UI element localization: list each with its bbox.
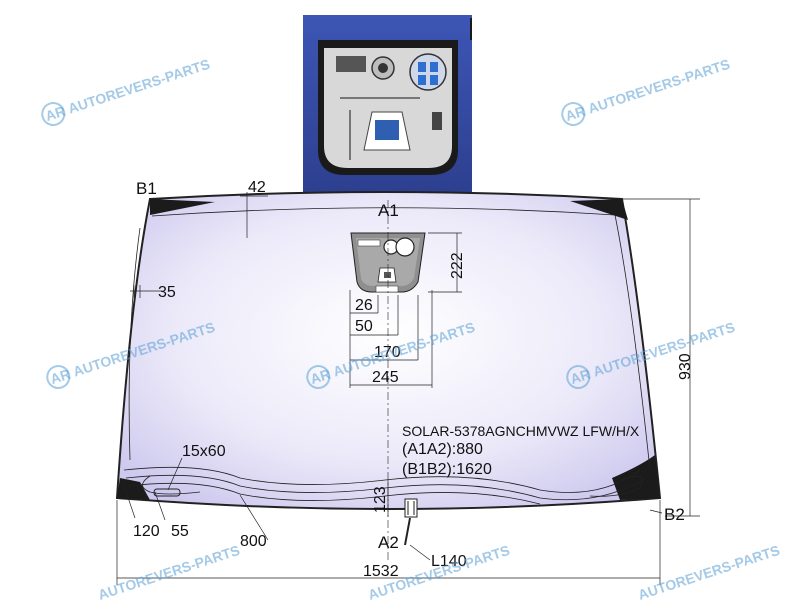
dim-245: 245 bbox=[372, 369, 399, 386]
watermark-2: AR AUTOREVERS-PARTS bbox=[561, 56, 732, 126]
dim-222: 222 bbox=[449, 252, 466, 279]
label-a1: A1 bbox=[378, 201, 399, 220]
label-a2: A2 bbox=[378, 533, 399, 552]
label-b2: B2 bbox=[664, 505, 685, 524]
dim-15x60: 15x60 bbox=[182, 443, 226, 460]
dimension-lines bbox=[116, 192, 700, 585]
dim-35: 35 bbox=[158, 284, 176, 301]
svg-text:AR: AR bbox=[308, 366, 332, 387]
dim-800: 800 bbox=[240, 533, 267, 550]
watermark-1: AR AUTOREVERS-PARTS bbox=[41, 56, 212, 126]
spec-a1a2: (A1A2):880 bbox=[402, 441, 483, 458]
svg-text:AUTOREVERS-PARTS: AUTOREVERS-PARTS bbox=[636, 542, 782, 600]
dim-123: 123 bbox=[372, 486, 389, 513]
dim-170: 170 bbox=[374, 344, 401, 361]
spec-code: SOLAR-5378AGNCHMVWZ LFW/H/X bbox=[402, 423, 640, 439]
label-b1: B1 bbox=[136, 179, 157, 198]
watermark-6: AUTOREVERS-PARTS bbox=[96, 542, 242, 600]
sensor-area-inset-image bbox=[303, 15, 472, 192]
svg-text:AUTOREVERS-PARTS: AUTOREVERS-PARTS bbox=[66, 56, 212, 117]
dim-26: 26 bbox=[355, 297, 373, 314]
dim-l140: L140 bbox=[431, 553, 467, 570]
svg-text:AR: AR bbox=[568, 366, 592, 387]
dim-50: 50 bbox=[355, 318, 373, 335]
dim-120: 120 bbox=[133, 523, 160, 540]
sensor-bracket bbox=[350, 232, 426, 293]
heating-connector bbox=[404, 498, 418, 546]
slot-marker bbox=[153, 488, 181, 497]
dim-55: 55 bbox=[171, 523, 189, 540]
windshield-glass bbox=[115, 191, 662, 510]
svg-text:AUTOREVERS-PARTS: AUTOREVERS-PARTS bbox=[586, 56, 732, 117]
spec-b1b2: (B1B2):1620 bbox=[402, 461, 492, 478]
dim-1532: 1532 bbox=[363, 563, 399, 580]
watermark-8: AUTOREVERS-PARTS bbox=[636, 542, 782, 600]
dim-42: 42 bbox=[248, 179, 266, 196]
svg-text:AR: AR bbox=[48, 366, 72, 387]
svg-text:AR: AR bbox=[563, 103, 587, 124]
svg-text:AUTOREVERS-PARTS: AUTOREVERS-PARTS bbox=[96, 542, 242, 600]
dim-930: 930 bbox=[677, 353, 694, 380]
svg-text:AR: AR bbox=[43, 103, 67, 124]
